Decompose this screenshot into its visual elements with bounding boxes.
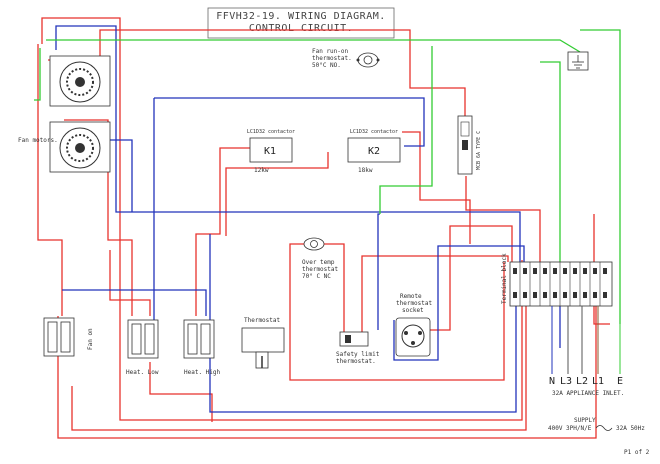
supply-line-1: SUPPLY (574, 417, 596, 424)
fan-motors-label: Fan motors. (18, 137, 58, 144)
inlet-label: 32A APPLIANCE INLET. (552, 390, 624, 397)
remote-label-2: thermostat (396, 300, 433, 307)
over-temp-label-2: thermostat (302, 266, 339, 273)
k1-note: LC1D32 contactor (247, 129, 295, 135)
fan-runon-label-2: thermostat. (312, 55, 352, 62)
fan-motor-1 (49, 55, 111, 107)
fan-on-label: Fan on (87, 328, 94, 350)
fan-runon-thermostat (356, 52, 380, 68)
terminal-block: Terminal block (501, 253, 613, 307)
fan-runon-label-1: Fan run-on (312, 48, 349, 55)
inlet-leads (551, 306, 621, 374)
k2-rating: 18kw (358, 167, 373, 174)
k2-id: K2 (368, 146, 380, 157)
over-temp-label-1: Over temp (302, 259, 335, 266)
supply-line-3: 32A 50Hz (616, 425, 645, 432)
ac-wave-icon (595, 425, 613, 431)
heat-low-label: Heat. Low (126, 369, 159, 376)
contactor-k1: LC1D32 contactor K1 12kw (247, 129, 295, 174)
mcb-label: MCB 6A TYPE C (476, 131, 482, 170)
page-number: P1 of 2 (624, 449, 650, 456)
k2-note: LC1D32 contactor (350, 129, 398, 135)
terminal-l2: L2 (576, 376, 588, 387)
terminal-n: N (549, 376, 555, 387)
heat-high-switch: Heat. High (183, 319, 221, 376)
k1-id: K1 (264, 146, 276, 157)
safety-limit-thermostat (339, 331, 369, 347)
earth-terminal-icon (567, 51, 589, 71)
heat-low-switch: Heat. Low (126, 319, 159, 376)
heat-high-label: Heat. High (184, 369, 221, 376)
fan-runon-label-3: 50°C NO. (312, 62, 341, 69)
title-block: FFVH32-19. WIRING DIAGRAM. CONTROL CIRCU… (207, 7, 395, 39)
safety-limit-label-1: Safety limit (336, 351, 380, 358)
remote-label-3: socket (402, 307, 424, 314)
safety-limit-label-2: thermostat. (336, 358, 376, 365)
title-line-1: FFVH32-19. WIRING DIAGRAM. (216, 11, 386, 22)
mcb-breaker: MCB 6A TYPE C (457, 115, 482, 175)
terminal-l3: L3 (560, 376, 572, 387)
main-thermostat (241, 327, 285, 369)
fan-motor-2 (49, 121, 111, 173)
over-temp-thermostat (303, 237, 325, 251)
thermostat-label: Thermostat (244, 317, 281, 324)
supply-line-2: 400V 3PH/N/E (548, 425, 592, 432)
contactor-k2: LC1D32 contactor K2 18kw (347, 129, 401, 174)
terminal-l1: L1 (592, 376, 604, 387)
fan-on-switch: Fan on (43, 317, 94, 357)
supply-block: SUPPLY 400V 3PH/N/E 32A 50Hz (548, 417, 645, 432)
k1-rating: 12kw (254, 167, 269, 174)
over-temp-label-3: 70° C NC (302, 273, 331, 280)
earth-wires (34, 29, 621, 324)
terminal-block-label: Terminal block (501, 253, 508, 304)
remote-label-1: Remote (400, 293, 422, 300)
live-wires (37, 17, 610, 439)
remote-thermostat-socket (395, 317, 431, 357)
title-line-2: CONTROL CIRCUIT. (249, 23, 353, 34)
terminal-e: E (617, 376, 623, 387)
